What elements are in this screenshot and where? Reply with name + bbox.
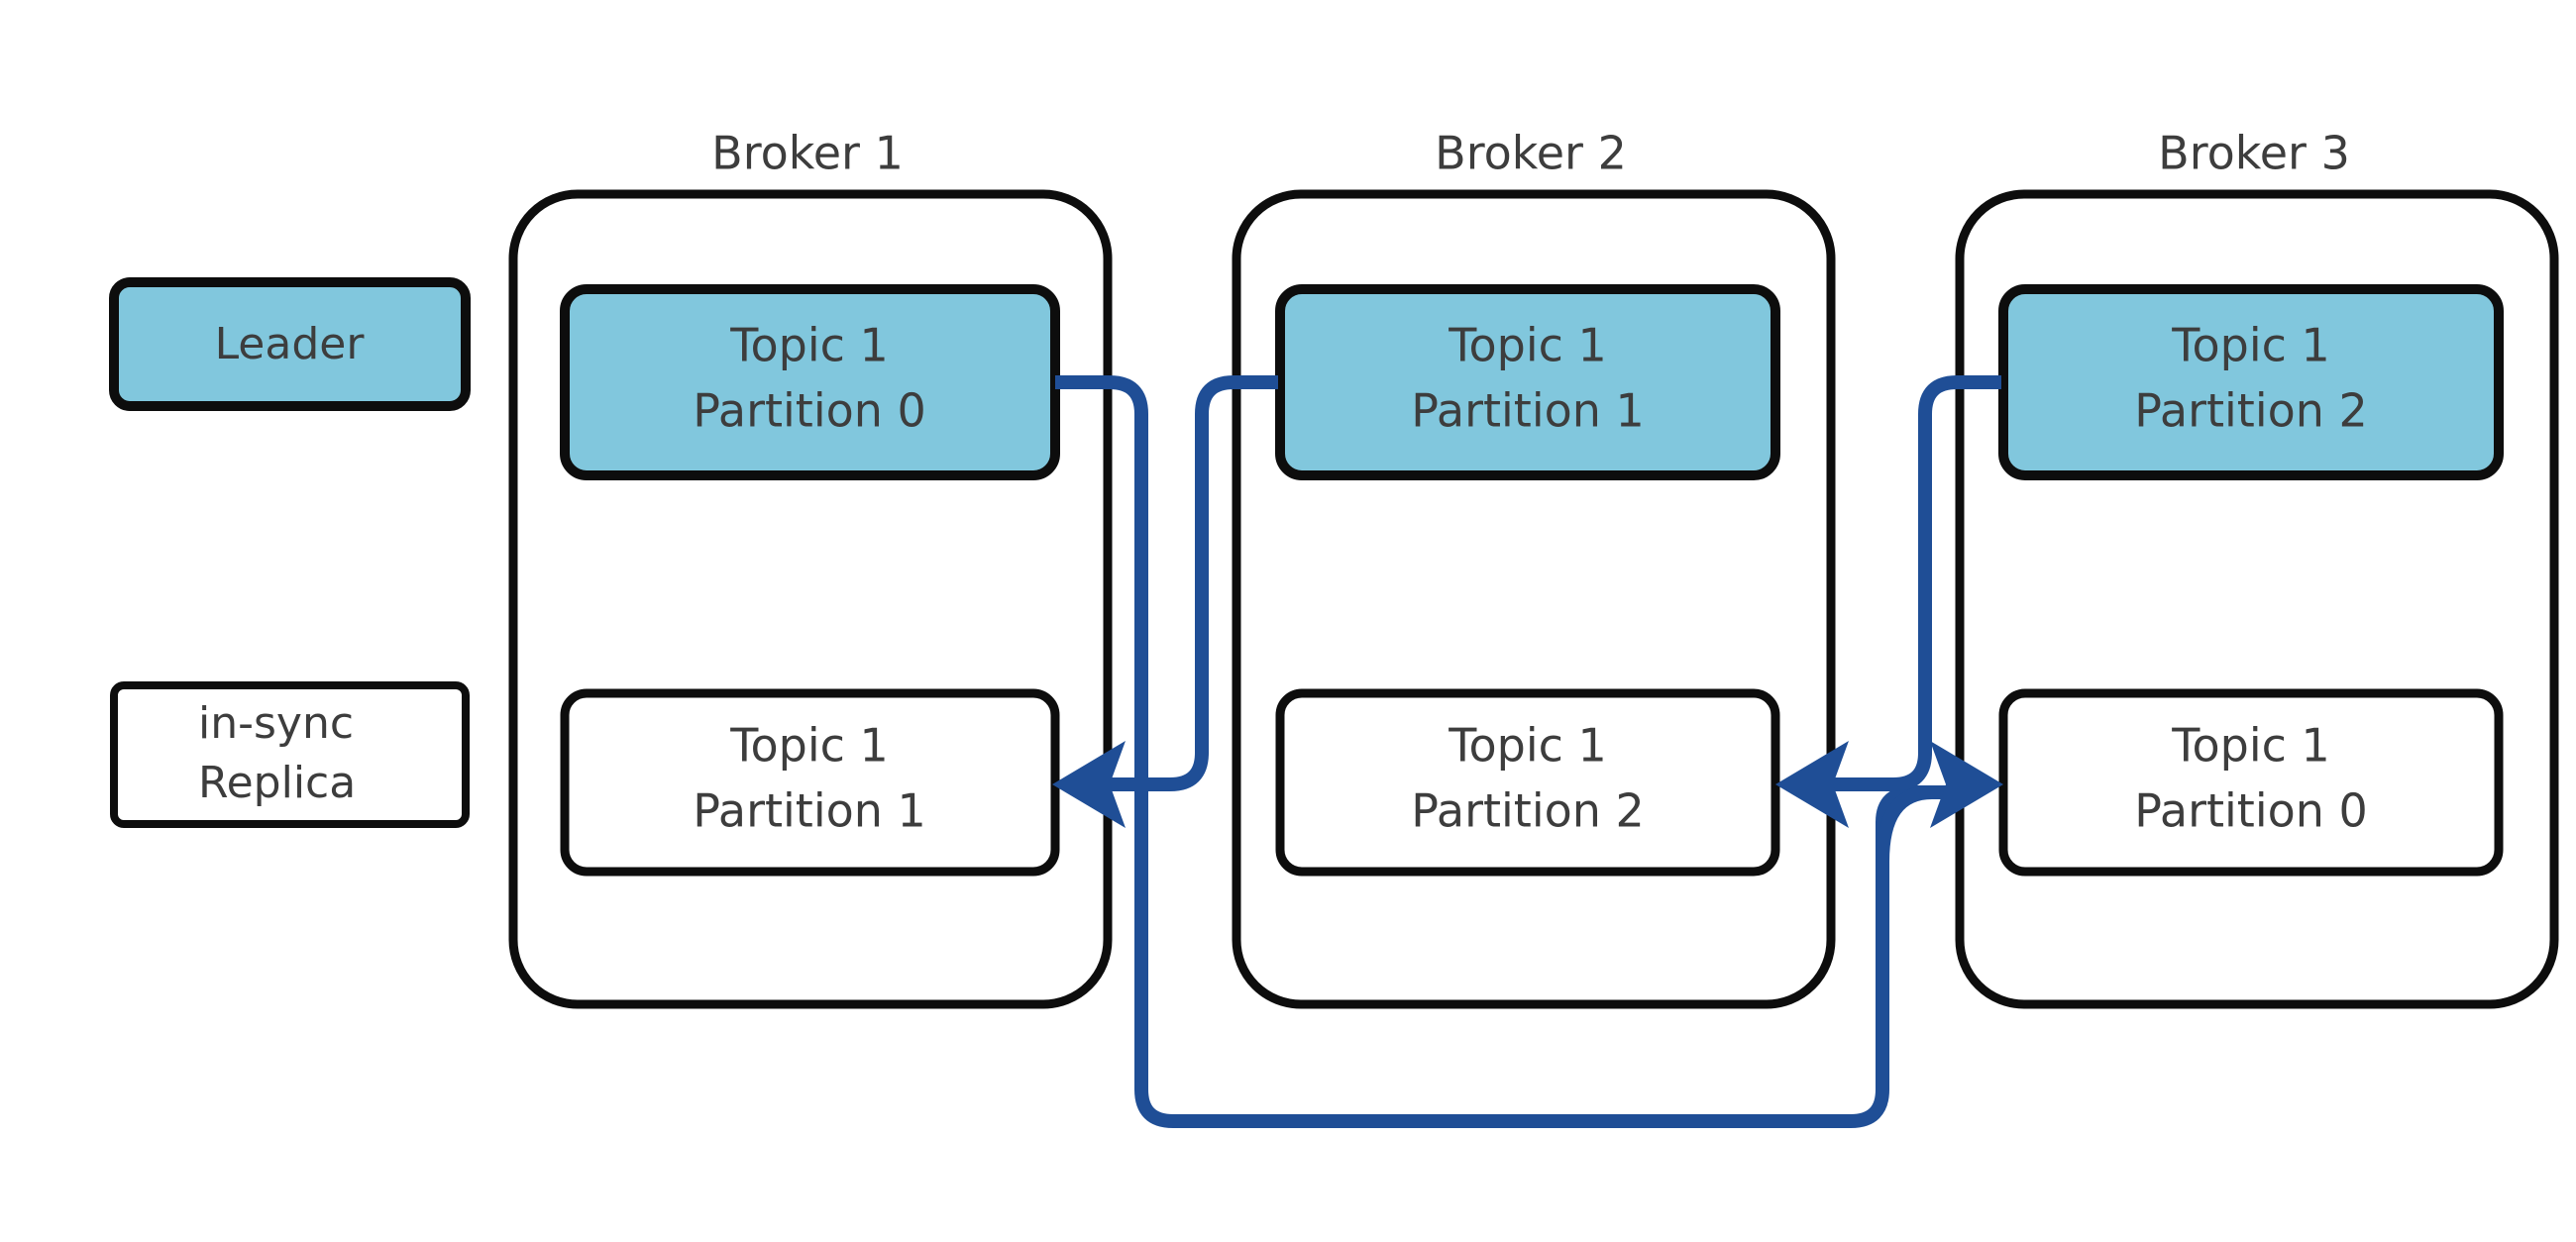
broker-3-partition-replica: Topic 1 Partition 0 [1998, 688, 2504, 877]
flow-line-stub-to-b3p0 [1876, 785, 1977, 863]
broker-2-partition-1-line1: Topic 1 [1448, 319, 1607, 372]
legend-replica-label-line1: in-sync [198, 698, 354, 749]
broker-3-title: Broker 3 [2158, 127, 2350, 180]
legend-leader: Leader [109, 277, 471, 411]
broker-1-partition-1-line2: Partition 1 [693, 784, 926, 838]
broker-1-partition-1-line1: Topic 1 [729, 719, 889, 773]
broker-1-partition-leader: Topic 1 Partition 0 [560, 284, 1060, 480]
arrow-head-into-b1p1 [1052, 741, 1126, 828]
broker-1-partition-0-line1: Topic 1 [729, 319, 889, 372]
broker-2-title: Broker 2 [1435, 127, 1627, 180]
flow-line-b1p0-to-b3p0 [1055, 375, 1977, 1128]
legend-replica: in-sync Replica [110, 681, 470, 828]
broker-1-title: Broker 1 [711, 127, 904, 180]
broker-3-partition-2-box [1998, 284, 2504, 480]
arrow-head-into-b3p0 [1930, 741, 2003, 828]
broker-1-partition-1-box [560, 688, 1060, 877]
broker-2-partition-2-line2: Partition 2 [1411, 784, 1645, 838]
broker-1-partition-0-line2: Partition 0 [693, 384, 926, 438]
broker-3: Broker 3 Topic 1 Partition 2 Topic 1 Par… [1955, 127, 2559, 1009]
broker-3-partition-0-line1: Topic 1 [2171, 719, 2330, 773]
broker-2-partition-1-line2: Partition 1 [1411, 384, 1645, 438]
broker-2-partition-2-line1: Topic 1 [1448, 719, 1607, 773]
broker-3-partition-leader: Topic 1 Partition 2 [1998, 284, 2504, 480]
broker-3-partition-2-line2: Partition 2 [2134, 384, 2368, 438]
broker-1-partition-0-box [560, 284, 1060, 480]
broker-2-partition-2-box [1275, 688, 1780, 877]
broker-2-partition-1-box [1275, 284, 1780, 480]
legend-leader-label: Leader [215, 319, 366, 369]
legend-replica-label-line2: Replica [198, 758, 356, 808]
broker-3-partition-2-line1: Topic 1 [2171, 319, 2330, 372]
arrow-head-into-b2p2 [1775, 741, 1849, 828]
broker-1-partition-replica: Topic 1 Partition 1 [560, 688, 1060, 877]
broker-2-partition-leader: Topic 1 Partition 1 [1275, 284, 1780, 480]
legend-leader-swatch [109, 277, 471, 411]
broker-3-partition-0-line2: Partition 0 [2134, 784, 2368, 838]
legend-replica-swatch [110, 681, 470, 828]
broker-2-partition-replica: Topic 1 Partition 2 [1275, 688, 1780, 877]
broker-1: Broker 1 Topic 1 Partition 0 Topic 1 Par… [508, 127, 1113, 1009]
flow-line-b2p1-to-b1p1 [1085, 375, 1278, 791]
broker-3-partition-0-box [1998, 688, 2504, 877]
broker-2: Broker 2 Topic 1 Partition 1 Topic 1 Par… [1232, 127, 1836, 1009]
flow-line-b3p2-to-b2p2 [1808, 375, 2001, 791]
